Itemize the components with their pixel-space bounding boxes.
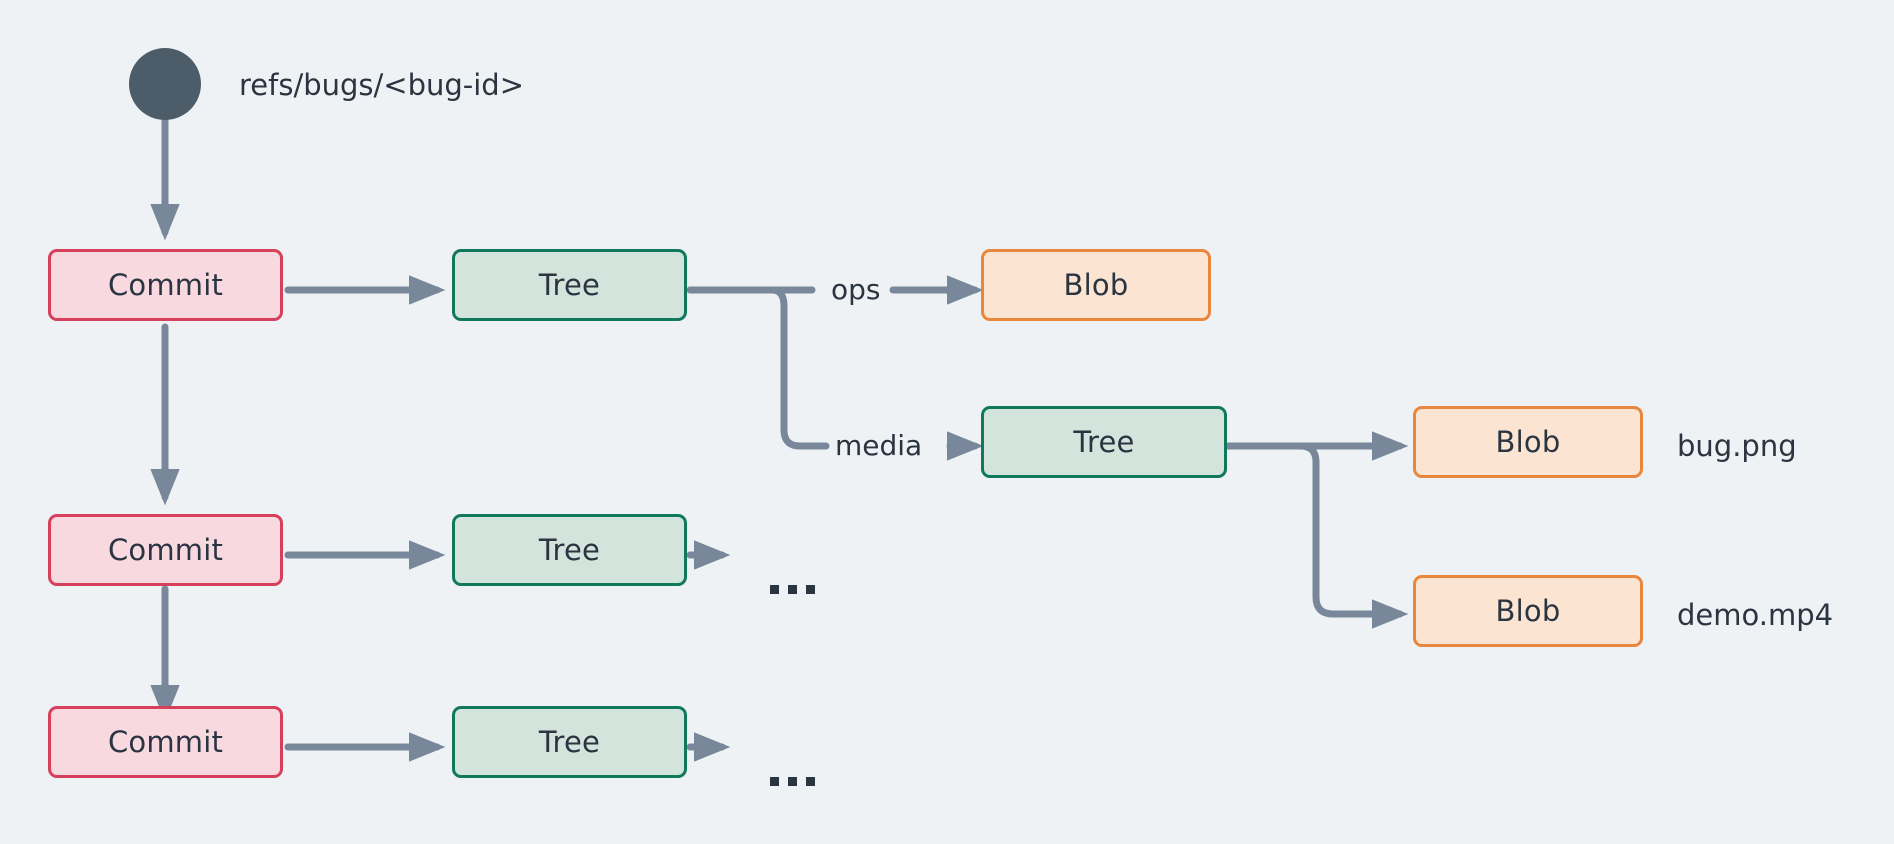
node-tree-media[interactable]: Tree	[981, 406, 1227, 478]
node-tree-1-label: Tree	[538, 268, 601, 302]
ellipsis-dot	[788, 585, 797, 594]
edge-label-ops: ops	[828, 276, 884, 304]
node-commit-1-label: Commit	[107, 268, 224, 302]
node-tree-media-label: Tree	[1073, 425, 1135, 459]
node-tree-1[interactable]: Tree	[452, 249, 687, 321]
ref-label: refs/bugs/<bug-id>	[239, 68, 525, 102]
ellipsis-tree-3	[770, 777, 815, 786]
edge-tree-1-elbow-media	[768, 286, 830, 450]
node-commit-2[interactable]: Commit	[48, 514, 283, 586]
node-tree-2[interactable]: Tree	[452, 514, 687, 586]
ref-dot	[129, 48, 201, 120]
node-blob-bug-png-label: Blob	[1495, 425, 1561, 459]
node-tree-3-label: Tree	[538, 725, 601, 759]
node-commit-3[interactable]: Commit	[48, 706, 283, 778]
node-commit-1[interactable]: Commit	[48, 249, 283, 321]
ellipsis-dot	[806, 585, 815, 594]
ellipsis-dot	[770, 585, 779, 594]
file-label-demo-mp4: demo.mp4	[1677, 598, 1834, 632]
ellipsis-dot	[806, 777, 815, 786]
file-label-bug-png: bug.png	[1677, 429, 1797, 463]
node-tree-3[interactable]: Tree	[452, 706, 687, 778]
ellipsis-dot	[788, 777, 797, 786]
node-blob-demo-mp4-label: Blob	[1495, 594, 1561, 628]
node-blob-bug-png[interactable]: Blob	[1413, 406, 1643, 478]
node-blob-demo-mp4[interactable]: Blob	[1413, 575, 1643, 647]
node-commit-2-label: Commit	[107, 533, 224, 567]
node-commit-3-label: Commit	[107, 725, 224, 759]
ellipsis-dot	[770, 777, 779, 786]
node-blob-ops[interactable]: Blob	[981, 249, 1211, 321]
edge-label-media: media	[832, 432, 926, 460]
node-tree-2-label: Tree	[538, 533, 601, 567]
ellipsis-tree-2	[770, 585, 815, 594]
edge-tree-media-to-blob-demo	[1296, 442, 1409, 629]
node-blob-ops-label: Blob	[1063, 268, 1129, 302]
